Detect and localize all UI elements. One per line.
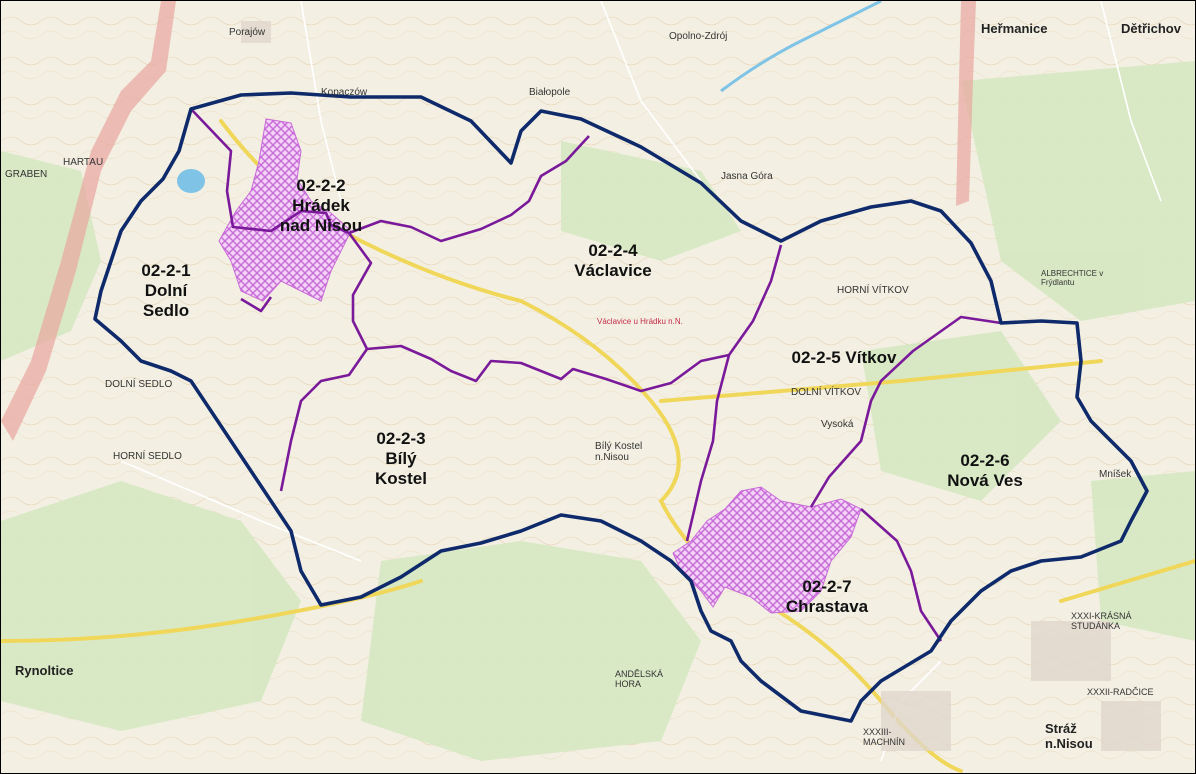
place-vaclavice-red: Václavice u Hrádku n.N.: [597, 317, 683, 326]
zone-name-line: Bílý: [385, 449, 417, 468]
zone-name-line: Nová Ves: [947, 471, 1023, 490]
zone-label-02-2-3: 02-2-3 Bílý Kostel: [375, 429, 427, 489]
zone-label-02-2-6: 02-2-6 Nová Ves: [947, 451, 1023, 491]
place-hermanice: Heřmanice: [981, 21, 1048, 36]
zone-name-line: nad Nisou: [279, 216, 363, 235]
zone-label-02-2-1: 02-2-1 Dolní Sedlo: [141, 261, 190, 321]
border-strip: [1, 1, 176, 441]
zone-code: 02-2-4: [588, 241, 638, 260]
lake: [177, 169, 205, 193]
zone-name-line: Hrádek: [292, 196, 350, 215]
place-porajow: Porajów: [229, 27, 266, 38]
zone-label-02-2-5: 02-2-5 Vítkov: [792, 348, 897, 368]
zone-name-line: Václavice: [574, 261, 652, 280]
zone-label-02-2-7: 02-2-7 Chrastava: [786, 577, 868, 617]
place-machnin: XXXIII-MACHNÍN: [863, 727, 905, 747]
outer-boundary: [93, 91, 1149, 723]
roads: [1, 119, 1195, 773]
place-krasna-studanka: XXXI-KRÁSNÁ STUDÁNKA: [1071, 611, 1132, 631]
place-dolni-vitkov: DOLNÍ VÍTKOV: [791, 387, 862, 398]
forest-areas: [1, 61, 1195, 761]
zone-label-02-2-2: 02-2-2 Hrádek nad Nisou: [280, 176, 362, 236]
border-strip-right: [956, 1, 976, 206]
place-rynoltice: Rynoltice: [15, 663, 74, 678]
river: [720, 1, 882, 93]
zone-code: 02-2-7: [802, 577, 852, 596]
place-andelska-hora: ANDĚLSKÁ HORA: [615, 669, 664, 689]
hradek-urban-area: [218, 118, 352, 302]
place-opolno: Opolno-Zdrój: [669, 31, 728, 42]
zone-label-02-2-4: 02-2-4 Václavice: [574, 241, 652, 281]
chrastava-urban-area: [672, 486, 862, 614]
inner-boundaries: [190, 108, 1002, 642]
zone-code: 02-2-1: [141, 261, 191, 280]
zone-code: 02-2-6: [960, 451, 1010, 470]
place-bily-kostel: Bílý Kostel n.Nisou: [595, 441, 643, 463]
place-hartau: HARTAU: [63, 157, 104, 168]
zone-name-line: Vítkov: [845, 348, 897, 367]
place-bialopole: Białopole: [529, 87, 571, 98]
place-horni-vitkov: HORNÍ VÍTKOV: [837, 285, 909, 296]
place-kopaczow: Kopaczów: [321, 87, 368, 98]
zone-code: 02-2-3: [376, 429, 426, 448]
place-jasna-gora: Jasna Góra: [721, 171, 773, 182]
place-radcice: XXXII-RADČICE: [1087, 687, 1154, 697]
zone-name-line: Chrastava: [785, 597, 869, 616]
place-vysoka: Vysoká: [821, 419, 854, 430]
place-detrichov: Dětřichov: [1121, 21, 1181, 36]
zone-code: 02-2-2: [296, 176, 346, 195]
zone-name-line: Dolní: [144, 281, 188, 300]
zone-code: 02-2-5: [791, 348, 841, 367]
zone-name-line: Sedlo: [142, 301, 190, 320]
zone-code-and-name: 02-2-5 Vítkov: [792, 348, 897, 368]
place-graben: GRABEN: [5, 169, 48, 180]
place-mnisek: Mníšek: [1099, 469, 1132, 480]
other-settlements: [241, 21, 1161, 751]
zone-name-line: Kostel: [375, 469, 427, 488]
place-albrechtice: ALBRECHTICE v Frýdlantu: [1041, 269, 1104, 287]
place-dolni-sedlo: DOLNÍ SEDLO: [105, 379, 173, 390]
place-horni-sedlo: HORNÍ SEDLO: [113, 451, 182, 462]
place-straz: Stráž n.Nisou: [1045, 721, 1093, 751]
